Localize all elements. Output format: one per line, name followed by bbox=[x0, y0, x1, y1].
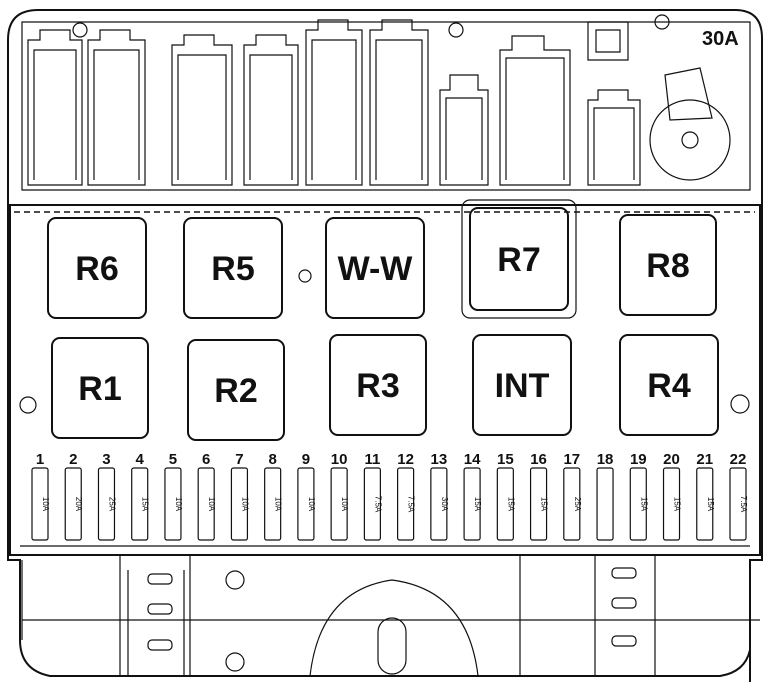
fuse-number-5: 5 bbox=[169, 451, 177, 468]
fuse-16 bbox=[529, 467, 548, 541]
fuse-11 bbox=[363, 467, 381, 541]
relay-r8 bbox=[619, 214, 717, 316]
fuse-rating-3: 25A bbox=[107, 497, 116, 512]
fuse-rating-16: 15A bbox=[540, 497, 549, 512]
relay-label-r5: R5 bbox=[211, 250, 254, 288]
fuse-number-10: 10 bbox=[331, 451, 348, 468]
fuse-8 bbox=[264, 467, 282, 541]
relay-label-r2: R2 bbox=[214, 372, 257, 410]
relay-r6 bbox=[47, 217, 147, 319]
fuse-number-12: 12 bbox=[397, 451, 414, 468]
fuse-20 bbox=[662, 467, 681, 541]
fuse-row: 1 10A 2 20A 3 25A 4 15A 5 10A 6 10A 7 10A 8 10A 9 10A 10 10… bbox=[31, 451, 748, 541]
fuse-5 bbox=[164, 467, 182, 541]
fuse-number-3: 3 bbox=[102, 451, 110, 468]
fuse-3 bbox=[97, 467, 116, 541]
relay-r2 bbox=[187, 339, 285, 441]
fuse-number-19: 19 bbox=[630, 451, 647, 468]
fuse-number-4: 4 bbox=[136, 451, 145, 468]
fuse-rating-4: 15A bbox=[141, 497, 150, 512]
fuse-rating-11: 7.5A bbox=[373, 496, 382, 513]
fuse-rating-2: 20A bbox=[74, 497, 83, 512]
fuse-rating-12: 7.5A bbox=[407, 496, 416, 513]
relay-label-w-w: W-W bbox=[338, 250, 414, 288]
relay-label-r7: R7 bbox=[497, 241, 540, 279]
relay-r3 bbox=[329, 334, 427, 436]
fuse-number-7: 7 bbox=[235, 451, 243, 468]
fuse-number-15: 15 bbox=[497, 451, 514, 468]
fuse-rating-6: 10A bbox=[207, 497, 216, 512]
fuse-17 bbox=[563, 467, 581, 541]
relay-w-w bbox=[325, 217, 425, 319]
fuse-rating-7: 10A bbox=[240, 497, 249, 512]
upper-connector-bay bbox=[21, 21, 751, 191]
fuse-number-11: 11 bbox=[364, 451, 380, 468]
relay-label-r1: R1 bbox=[78, 370, 121, 408]
relay-r7 bbox=[469, 207, 569, 311]
fuse-2 bbox=[64, 467, 82, 541]
fuse-21 bbox=[696, 467, 714, 541]
fuse-rating-1: 10A bbox=[41, 497, 50, 512]
connector-sockets bbox=[27, 14, 731, 186]
fuse-rating-10: 10A bbox=[340, 497, 349, 512]
fuse-12 bbox=[397, 467, 415, 541]
fuse-number-6: 6 bbox=[202, 451, 210, 468]
relay-label-r8: R8 bbox=[646, 247, 689, 285]
relay-label-r6: R6 bbox=[75, 250, 118, 288]
fuse-10 bbox=[330, 467, 348, 541]
lower-housing bbox=[21, 555, 760, 677]
relay-int bbox=[472, 334, 572, 436]
fuse-rating-8: 10A bbox=[274, 497, 283, 512]
fuse-18 bbox=[596, 467, 614, 541]
relay-r1 bbox=[51, 337, 149, 439]
housing-outline bbox=[7, 9, 763, 682]
fuse-9 bbox=[297, 467, 315, 541]
fuse-1 bbox=[31, 467, 49, 541]
fuse-13 bbox=[430, 467, 448, 541]
fuse-6 bbox=[197, 467, 215, 541]
fuse-number-16: 16 bbox=[530, 451, 547, 468]
relay-label-r4: R4 bbox=[647, 367, 691, 405]
fuse-19 bbox=[629, 467, 647, 541]
fuse-number-9: 9 bbox=[302, 451, 310, 468]
fuse-number-17: 17 bbox=[563, 451, 580, 468]
relay-label-int: INT bbox=[495, 367, 550, 405]
relay-label-r3: R3 bbox=[356, 367, 399, 405]
fuse-number-8: 8 bbox=[268, 451, 276, 468]
fuse-rating-17: 25A bbox=[573, 497, 582, 512]
fuse-4 bbox=[131, 467, 149, 541]
fuse-rating-5: 10A bbox=[174, 497, 183, 512]
fuse-rating-20: 15A bbox=[673, 497, 682, 512]
fuse-rating-19: 15A bbox=[639, 497, 648, 512]
corner-rating-label: 30A bbox=[702, 28, 739, 50]
fuse-7 bbox=[230, 467, 249, 541]
fuse-rating-15: 15A bbox=[506, 497, 515, 512]
fuse-rating-9: 10A bbox=[307, 497, 316, 512]
relay-socket-r7 bbox=[461, 199, 577, 319]
relay-r5 bbox=[183, 217, 283, 319]
fuse-rating-22: 7.5A bbox=[739, 496, 748, 513]
fuse-number-21: 21 bbox=[696, 451, 713, 468]
fuse-rating-13: 30A bbox=[440, 497, 449, 512]
fuse-rating-21: 15A bbox=[706, 497, 715, 512]
fuse-number-22: 22 bbox=[730, 451, 747, 468]
fuse-rating-14: 15A bbox=[473, 497, 482, 512]
relay-r4 bbox=[619, 334, 719, 436]
fuse-number-13: 13 bbox=[431, 451, 448, 468]
relay-row-bottom: R1 R2 R3 INT R4 bbox=[51, 334, 719, 441]
fuse-number-1: 1 bbox=[36, 451, 44, 468]
fuse-number-2: 2 bbox=[69, 451, 77, 468]
fuse-number-20: 20 bbox=[663, 451, 680, 468]
relay-panel bbox=[9, 204, 761, 556]
relay-row-top: R6 R5 W-W R7 R8 bbox=[47, 199, 717, 319]
fuse-15 bbox=[496, 467, 514, 541]
fuse-14 bbox=[463, 467, 481, 541]
fuse-22 bbox=[729, 467, 747, 541]
fuse-number-18: 18 bbox=[597, 451, 614, 468]
fuse-number-14: 14 bbox=[464, 451, 481, 468]
